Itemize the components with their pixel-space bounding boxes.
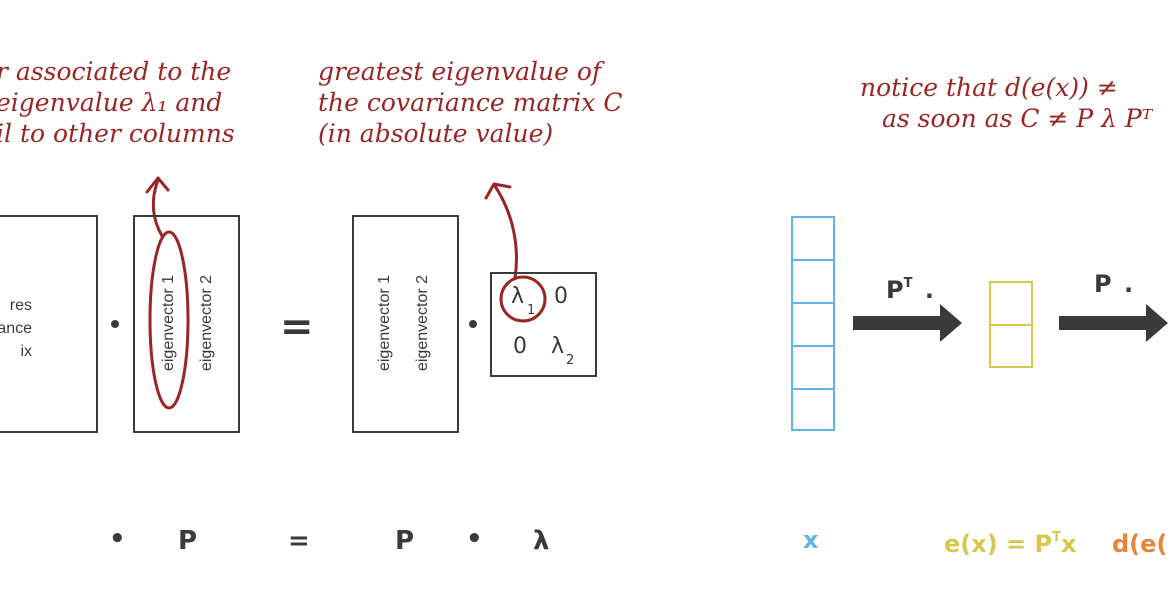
bottom-eq-dot-2: • [466, 524, 483, 554]
eigenvector-pointer-arrow [151, 178, 164, 238]
bottom-eq-equals: = [288, 526, 310, 556]
notice-annotation: notice that d(e(x)) ≠ as soon as C ≠ P λ… [860, 72, 1152, 134]
eigenvector-pointer-head [145, 176, 170, 194]
eigenvector-annotation: r associated to the eigenvalue λ₁ and il… [0, 56, 235, 149]
lambda-2-symbol: λ [551, 334, 565, 359]
bottom-eq-lambda: λ [533, 526, 550, 556]
ex-label-end: x [1060, 530, 1077, 558]
eigenvector-matrix-P [133, 215, 240, 433]
bottom-eq-dot-1: • [109, 524, 126, 554]
x-label: x [803, 526, 819, 554]
covariance-matrix: res ance ix [0, 215, 98, 433]
P-operator-P: P [1094, 270, 1112, 298]
ex-label-main: e(x) = P [944, 530, 1053, 558]
eigenvalue-annotation: greatest eigenvalue of the covariance ma… [318, 56, 622, 149]
eigenvalue-pointer-head [484, 182, 512, 200]
dex-label: d(e( [1112, 530, 1168, 558]
lambda-bottom-left-zero: 0 [513, 334, 527, 359]
P-arrow [1059, 304, 1168, 342]
ex-label: e(x) = PTx [944, 530, 1076, 558]
notice-annotation-line-2: as soon as C ≠ P λ Pᵀ [882, 104, 1153, 133]
bottom-eq-P-1: P [178, 526, 198, 556]
eigenvalue-annotation-line-1: greatest eigenvalue of [318, 57, 602, 86]
eigenvector-annotation-line-3: il to other columns [0, 119, 235, 148]
P-operator-dot: . [1123, 270, 1134, 298]
multiply-dot-1 [111, 320, 119, 328]
x-vector [791, 216, 835, 431]
covariance-matrix-label: res ance ix [0, 294, 32, 363]
equals-sign-top: = [280, 307, 314, 347]
lambda-2-subscript: 2 [566, 353, 575, 368]
PT-operator-sup: T [903, 276, 913, 291]
PT-operator-dot: . [924, 276, 934, 304]
ex-vector-cell [989, 324, 1033, 368]
covariance-label-line-3: ix [20, 343, 32, 360]
x-vector-cell [791, 388, 835, 431]
notice-annotation-line-1: notice that d(e(x)) ≠ [860, 73, 1118, 102]
eigenvalue-annotation-line-3: (in absolute value) [318, 119, 554, 148]
P-operator-label: P . [1094, 270, 1133, 298]
eigenvalue-pointer-arrow [493, 184, 518, 280]
covariance-label-line-2: ance [0, 320, 32, 337]
eigenvalue-highlight-circle [499, 275, 547, 323]
ex-label-sup: T [1052, 530, 1061, 545]
eigenvector-highlight-ellipse [148, 230, 190, 410]
covariance-label-line-1: res [9, 297, 32, 314]
multiply-dot-2 [469, 320, 477, 328]
ex-vector-cell [989, 281, 1033, 326]
lambda-2: λ [551, 334, 564, 359]
eigenvector-matrix-P-right [352, 215, 459, 433]
eigenvalue-annotation-line-2: the covariance matrix C [318, 88, 623, 117]
eigenvector-annotation-line-1: r associated to the [0, 57, 232, 86]
equals-sign-top-text: = [280, 304, 314, 350]
lambda-1-symbol: λ [511, 284, 525, 309]
PT-operator-P: P [886, 276, 904, 304]
lambda-1: λ [511, 284, 524, 309]
PT-operator-label: PT . [886, 276, 934, 304]
ex-vector [989, 281, 1033, 368]
lambda-top-right-zero: 0 [554, 284, 568, 309]
eigenvector-annotation-line-2: eigenvalue λ₁ and [0, 88, 223, 117]
lambda-1-subscript: 1 [527, 303, 536, 318]
PT-arrow [853, 304, 962, 342]
bottom-eq-P-2: P [395, 526, 415, 556]
eigenvalue-matrix-lambda [490, 272, 597, 377]
